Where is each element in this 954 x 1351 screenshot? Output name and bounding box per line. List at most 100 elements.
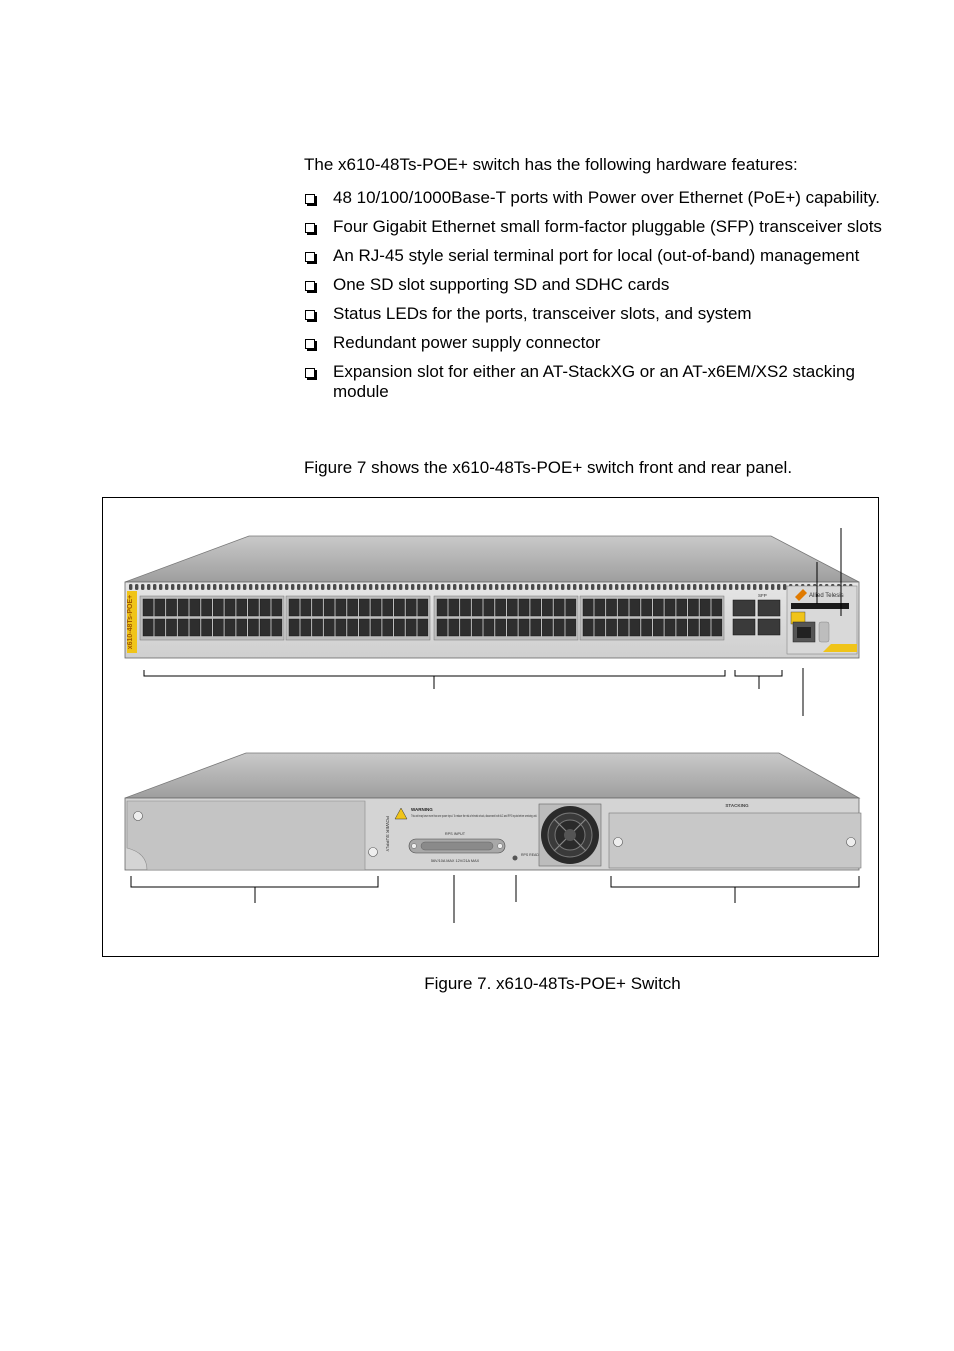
- vent-slot: [699, 584, 703, 590]
- vent-slot: [387, 584, 391, 590]
- poe-badge: [823, 644, 857, 652]
- rps-connector-pins: [420, 841, 494, 851]
- vent-slot: [603, 584, 607, 590]
- system-module: Allied Telesis: [786, 585, 858, 655]
- rj45-port: [177, 598, 189, 617]
- vent-slot: [513, 584, 517, 590]
- rps-ready-led: [512, 855, 518, 861]
- vent-slot: [693, 584, 697, 590]
- rj45-port: [394, 598, 405, 617]
- rj45-port: [565, 598, 577, 617]
- figure-frame: x610-48Ts-POE+ SFP Allied Telesis: [102, 497, 879, 957]
- vent-slot: [765, 584, 769, 590]
- feature-list: 48 10/100/1000Base-T ports with Power ov…: [304, 188, 884, 411]
- rj45-port: [166, 598, 177, 617]
- rj45-port: [664, 598, 676, 617]
- rj45-port: [248, 618, 259, 637]
- vent-slot: [675, 584, 679, 590]
- rear-callouts: [130, 875, 860, 923]
- vent-slot: [285, 584, 289, 590]
- vent-slot: [315, 584, 319, 590]
- checkbox-bullet-icon: [305, 310, 315, 320]
- power-supply-label: POWER SUPPLY: [385, 816, 390, 852]
- rj45-port: [300, 598, 312, 617]
- sfp-slot: [732, 599, 756, 617]
- callout-bracket-ports: [143, 670, 726, 677]
- rj45-port: [142, 618, 154, 637]
- vent-slot: [243, 584, 247, 590]
- list-item: Four Gigabit Ethernet small form-factor …: [304, 217, 884, 237]
- rj45-port: [582, 598, 594, 617]
- vent-slot: [381, 584, 385, 590]
- vent-slot: [345, 584, 349, 590]
- rj45-port: [530, 598, 542, 617]
- rj45-port: [606, 598, 617, 617]
- vent-slot: [783, 584, 787, 590]
- vent-slot: [705, 584, 709, 590]
- rj45-port: [154, 618, 166, 637]
- rj45-port: [248, 598, 259, 617]
- rj45-port: [224, 598, 236, 617]
- rj45-port: [495, 618, 506, 637]
- list-item: Expansion slot for either an AT-StackXG …: [304, 362, 884, 402]
- rj45-port: [288, 598, 300, 617]
- screw-icon: [846, 837, 856, 847]
- rj45-port: [142, 598, 154, 617]
- warning-icon: [394, 807, 408, 820]
- rj45-port: [495, 598, 506, 617]
- rj45-port: [288, 618, 300, 637]
- list-item: One SD slot supporting SD and SDHC cards: [304, 275, 884, 295]
- vent-slot: [567, 584, 571, 590]
- vent-slot: [447, 584, 451, 590]
- vent-slot: [393, 584, 397, 590]
- sfp-block: SFP: [732, 593, 781, 636]
- sfp-slot: [757, 599, 781, 617]
- vent-slot: [531, 584, 535, 590]
- vent-slot: [753, 584, 757, 590]
- vent-slot: [411, 584, 415, 590]
- warning-text: This unit may have more than one power i…: [411, 814, 537, 818]
- rj45-port: [617, 618, 629, 637]
- vent-slot: [519, 584, 523, 590]
- checkbox-bullet-icon: [305, 339, 315, 349]
- vent-slot: [237, 584, 241, 590]
- rj45-port: [711, 598, 723, 617]
- vent-slot: [627, 584, 631, 590]
- screw-icon: [411, 843, 417, 849]
- rj45-port: [565, 618, 577, 637]
- sd-slot: [791, 603, 849, 609]
- checkbox-bullet-icon: [305, 252, 315, 262]
- screw-icon: [497, 843, 503, 849]
- rj45-port: [582, 618, 594, 637]
- rj45-port: [594, 598, 606, 617]
- vent-slot: [339, 584, 343, 590]
- rear-panel: POWER SUPPLY WARNING This unit may have …: [124, 752, 862, 871]
- rj45-port: [236, 618, 248, 637]
- rj45-port: [236, 598, 248, 617]
- rj45-port: [212, 618, 224, 637]
- rj45-port: [154, 598, 166, 617]
- vent-slot: [681, 584, 685, 590]
- rj45-port: [189, 618, 201, 637]
- vent-slot: [153, 584, 157, 590]
- list-item: 48 10/100/1000Base-T ports with Power ov…: [304, 188, 884, 208]
- rear-top-cover: [124, 752, 861, 799]
- rj45-port: [507, 618, 518, 637]
- vent-slot: [711, 584, 715, 590]
- stacking-label: STACKING: [725, 803, 749, 808]
- rps-ready-label: RPS READY: [521, 853, 542, 857]
- rj45-port: [699, 598, 711, 617]
- sfp-slot: [732, 618, 756, 636]
- screw-icon: [133, 811, 143, 821]
- checkbox-bullet-icon: [305, 281, 315, 291]
- callout-bracket-stacking: [610, 876, 860, 888]
- vent-slot: [669, 584, 673, 590]
- rj45-port: [606, 618, 617, 637]
- vent-slot: [171, 584, 175, 590]
- vent-slot: [135, 584, 139, 590]
- vent-slot: [399, 584, 403, 590]
- rj45-port: [323, 598, 335, 617]
- vent-slot: [591, 584, 595, 590]
- vent-slot: [777, 584, 781, 590]
- vent-slot: [645, 584, 649, 590]
